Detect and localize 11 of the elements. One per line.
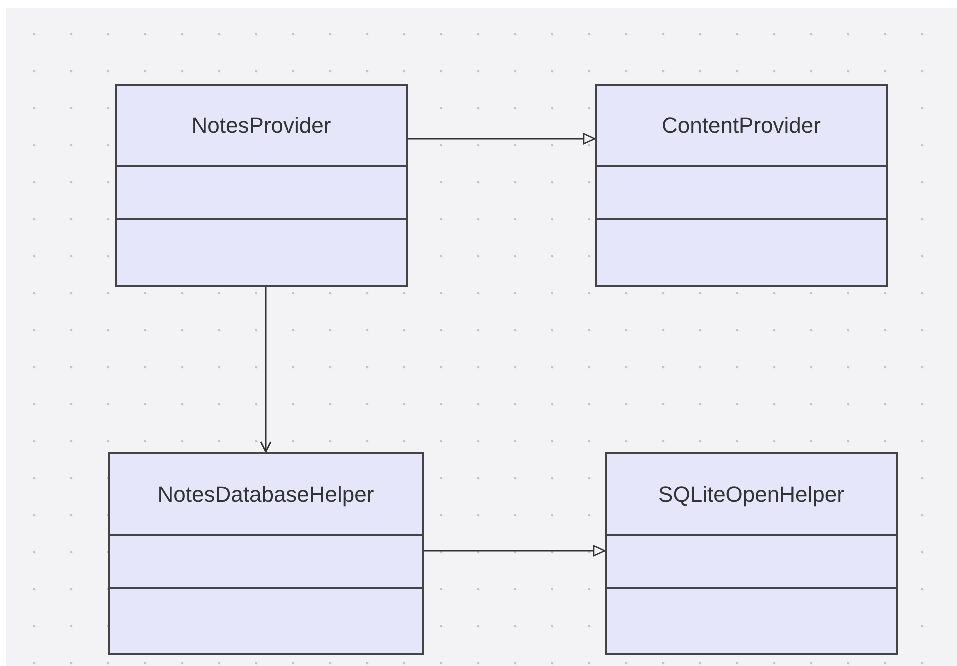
class-box: [595, 84, 888, 287]
arrow: [424, 545, 606, 557]
arrow: [408, 133, 596, 145]
class-box: [605, 452, 898, 655]
class-name: ContentProvider: [662, 112, 821, 140]
class-name: SQLiteOpenHelper: [658, 480, 844, 509]
class-box: [115, 84, 408, 287]
class-name: NotesDatabaseHelper: [158, 480, 374, 509]
class-name: NotesProvider: [192, 112, 332, 140]
arrow: [260, 287, 272, 453]
class-box: [108, 452, 424, 655]
